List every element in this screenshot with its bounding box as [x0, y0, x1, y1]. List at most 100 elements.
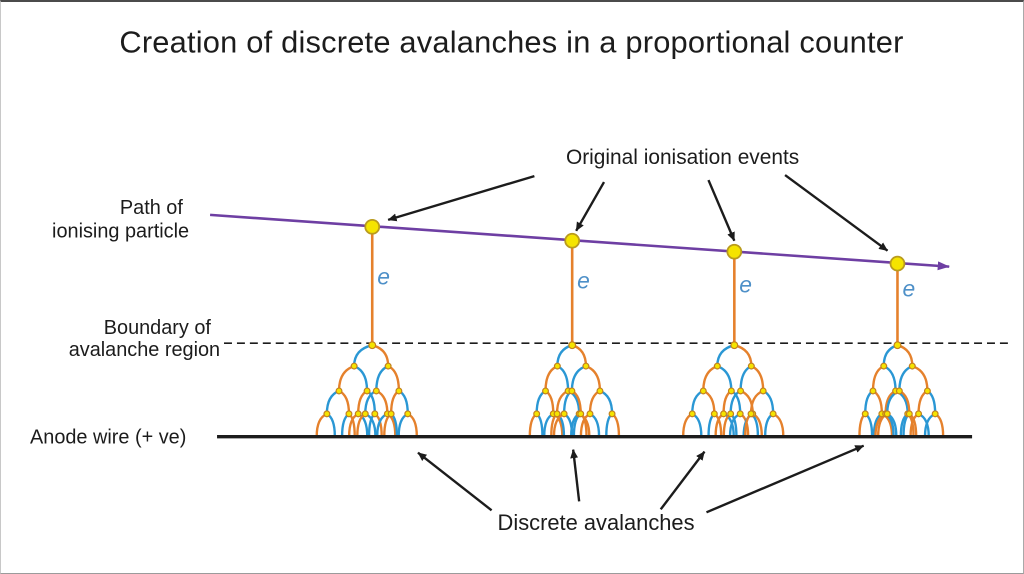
avalanche-branch — [325, 412, 337, 438]
avalanche-node-dot — [730, 341, 739, 350]
avalanche-node-dot — [737, 387, 745, 395]
avalanche-node-dot — [361, 410, 369, 418]
avalanche-branch — [352, 364, 369, 393]
avalanche-node-dot — [883, 410, 891, 418]
avalanche-tree-1 — [315, 341, 418, 438]
avalanche-node-dot — [893, 341, 902, 350]
avalanche-branch — [926, 389, 937, 416]
avalanche-node-dot — [736, 410, 744, 418]
diagram-title: Creation of discrete avalanches in a pro… — [119, 25, 903, 60]
avalanche-branch — [337, 364, 356, 393]
avalanche-node-dot — [747, 410, 755, 418]
avalanche-node-dot — [350, 362, 358, 370]
avalanche-node-dot — [384, 362, 392, 370]
avalanche-branch — [588, 389, 602, 416]
avalanche-node-dot — [861, 410, 869, 418]
avalanche-node-dot — [880, 362, 888, 370]
avalanche-node-dot — [710, 410, 718, 418]
avalanche-node-dot — [553, 410, 561, 418]
avalanche-branch — [864, 412, 874, 438]
avalanche-node-dot — [395, 387, 403, 395]
avalanche-branch — [375, 389, 389, 416]
avalanche-node-dot — [688, 410, 696, 418]
anode-wire-label: Anode wire (+ ve) — [30, 427, 186, 449]
avalanche-branch — [894, 389, 909, 416]
avalanche-node-dot — [608, 410, 616, 418]
avalanche-node-dot — [568, 341, 577, 350]
arrow-to-avalanche-3 — [659, 450, 706, 511]
avalanche-branch — [555, 389, 570, 416]
electron-label: e — [577, 267, 590, 293]
avalanche-node-dot — [895, 387, 903, 395]
ionisation-event-4: e — [889, 255, 915, 345]
avalanche-branch — [544, 364, 559, 393]
avalanche-node-dot — [908, 362, 916, 370]
avalanche-node-dot — [727, 410, 735, 418]
avalanche-node-dot — [759, 387, 767, 395]
avalanche-branch — [397, 389, 409, 416]
avalanche-branch — [397, 412, 409, 438]
avalanche-node-dot — [323, 410, 331, 418]
avalanche-node-dot — [915, 410, 923, 418]
avalanche-node-dot — [582, 362, 590, 370]
original-ionisation-label: Original ionisation events — [566, 146, 799, 169]
arrow-to-avalanche-2 — [570, 449, 581, 502]
avalanche-branch — [584, 364, 602, 393]
avalanche-branch — [598, 389, 614, 416]
avalanche-node-dot — [577, 410, 585, 418]
boundary-label-line1: Boundary of — [104, 317, 212, 339]
avalanche-node-dot — [533, 410, 541, 418]
avalanche-branch — [864, 389, 875, 416]
avalanche-node-dot — [869, 387, 877, 395]
ionisation-event-dot — [564, 232, 581, 249]
avalanche-branch — [733, 344, 753, 368]
avalanche-node-dot — [720, 410, 728, 418]
avalanche-node-dot — [335, 387, 343, 395]
avalanche-branch — [882, 364, 897, 393]
electron-label: e — [739, 271, 752, 297]
ionisation-event-dot — [364, 218, 381, 235]
electron-label: e — [377, 264, 390, 290]
avalanche-branch — [702, 364, 719, 393]
discrete-avalanches-group — [315, 341, 945, 438]
avalanche-node-dot — [727, 387, 735, 395]
avalanche-tree-3 — [682, 341, 785, 438]
avalanche-branch — [375, 364, 390, 393]
avalanche-tree-4 — [858, 341, 945, 438]
ionisation-event-3: e — [726, 243, 752, 345]
avalanche-branch — [763, 412, 775, 438]
arrow-to-avalanche-1 — [417, 451, 493, 512]
avalanche-node-dot — [931, 410, 939, 418]
avalanche-branch — [702, 389, 716, 416]
arrow-to-event-2 — [575, 181, 606, 232]
avalanche-node-dot — [586, 410, 594, 418]
path-label-line1: Path of — [120, 197, 183, 219]
avalanche-node-dot — [372, 387, 380, 395]
ionisation-event-2: e — [564, 232, 590, 345]
discrete-avalanches-label: Discrete avalanches — [498, 510, 695, 535]
avalanche-branch — [923, 412, 937, 438]
avalanche-branch — [761, 389, 775, 416]
avalanche-branch — [556, 364, 570, 393]
avalanche-node-dot — [923, 387, 931, 395]
avalanche-node-dot — [713, 362, 721, 370]
avalanche-branch — [917, 389, 929, 416]
avalanche-branch — [739, 364, 753, 393]
ionisation-event-dot — [726, 243, 743, 260]
avalanche-node-dot — [354, 410, 362, 418]
avalanche-branch — [691, 389, 705, 416]
avalanche-node-dot — [363, 387, 371, 395]
electron-label: e — [902, 275, 915, 301]
avalanche-branch — [528, 412, 538, 438]
avalanche-branch — [352, 344, 374, 368]
avalanche-branch — [716, 364, 733, 393]
avalanche-node-dot — [542, 387, 550, 395]
arrow-to-event-4 — [784, 174, 889, 252]
avalanche-branch — [544, 389, 555, 416]
avalanche-node-dot — [387, 410, 395, 418]
avalanche-branch — [386, 364, 401, 393]
avalanche-node-dot — [699, 387, 707, 395]
avalanche-node-dot — [371, 410, 379, 418]
